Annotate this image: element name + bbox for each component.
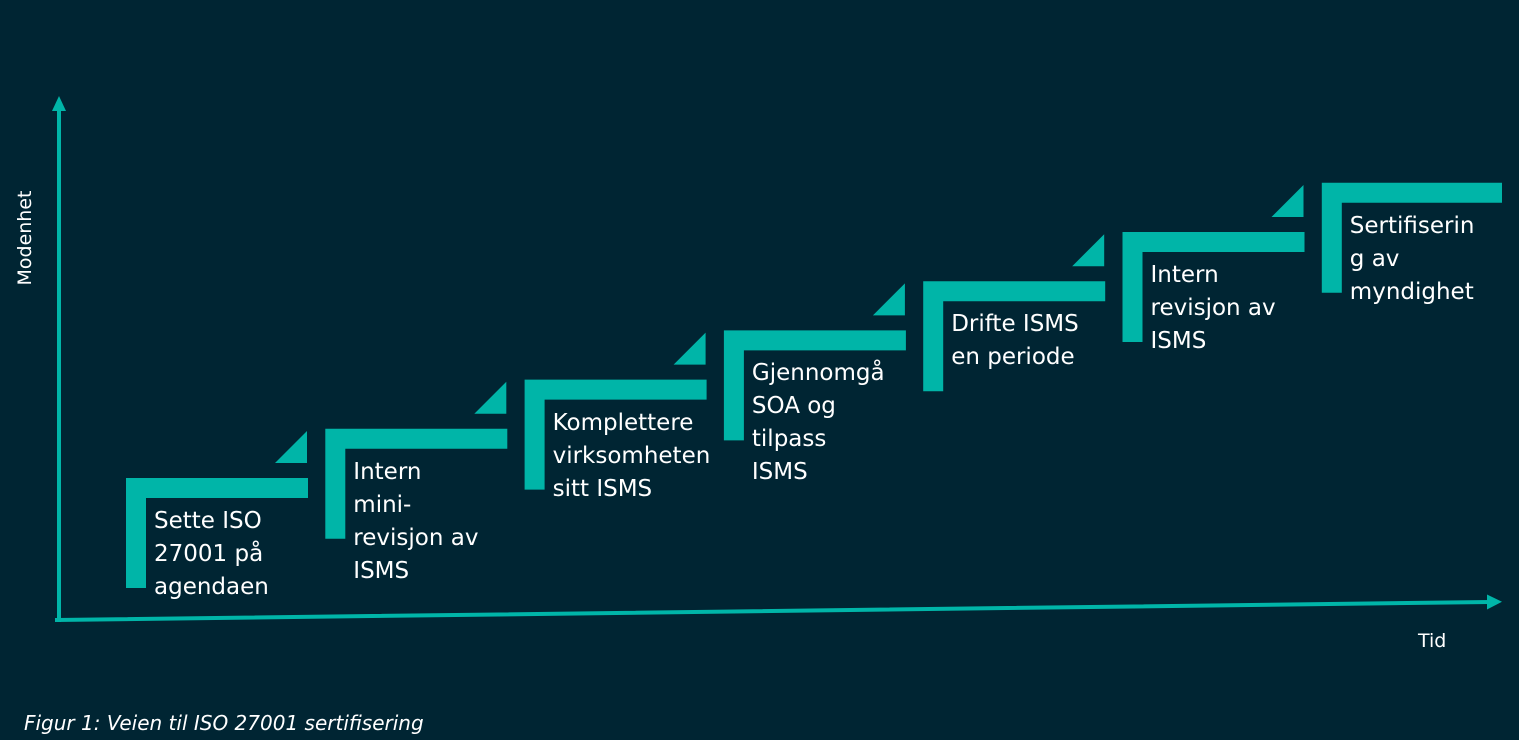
step-triangle-4 [872,283,905,316]
step-bracket-6 [1122,232,1305,342]
step-triangle-2 [474,381,507,414]
steps [126,182,1502,588]
y-axis-arrow-icon [52,96,66,111]
x-axis-line [54,599,1491,623]
step-bracket-1 [126,478,308,588]
step-label-4: Gjennomgå SOA og tilpass ISMS [751,360,885,486]
axes [52,96,1502,623]
step-triangle-5 [1072,234,1105,267]
figure-caption: Figur 1: Veien til ISO 27001 sertifiseri… [24,711,424,735]
step-bracket-3 [524,379,707,490]
step-triangle-1 [275,431,307,463]
step-label-1: Sette ISO 27001 på agendaen [154,508,269,600]
step-bracket-4 [723,330,906,441]
step-triangle-3 [673,332,706,365]
y-axis-label: Modenhet [14,190,36,286]
x-axis-arrow-icon [1487,594,1502,610]
step-label-2: Intern mini- revisjon av ISMS [353,458,479,584]
step-label-3: Komplettere virksomheten sitt ISMS [552,409,711,502]
step-bracket-5 [923,281,1106,392]
step-bracket-7 [1321,182,1502,293]
step-bracket-2 [325,428,508,539]
step-label-5: Drifte ISMS en periode [951,311,1079,371]
step-label-6: Intern revisjon av ISMS [1150,262,1276,354]
x-axis-label: Tid [1418,630,1447,652]
step-triangle-6 [1271,185,1304,217]
step-label-7: Sertifiserin g av myndighet [1349,212,1475,305]
